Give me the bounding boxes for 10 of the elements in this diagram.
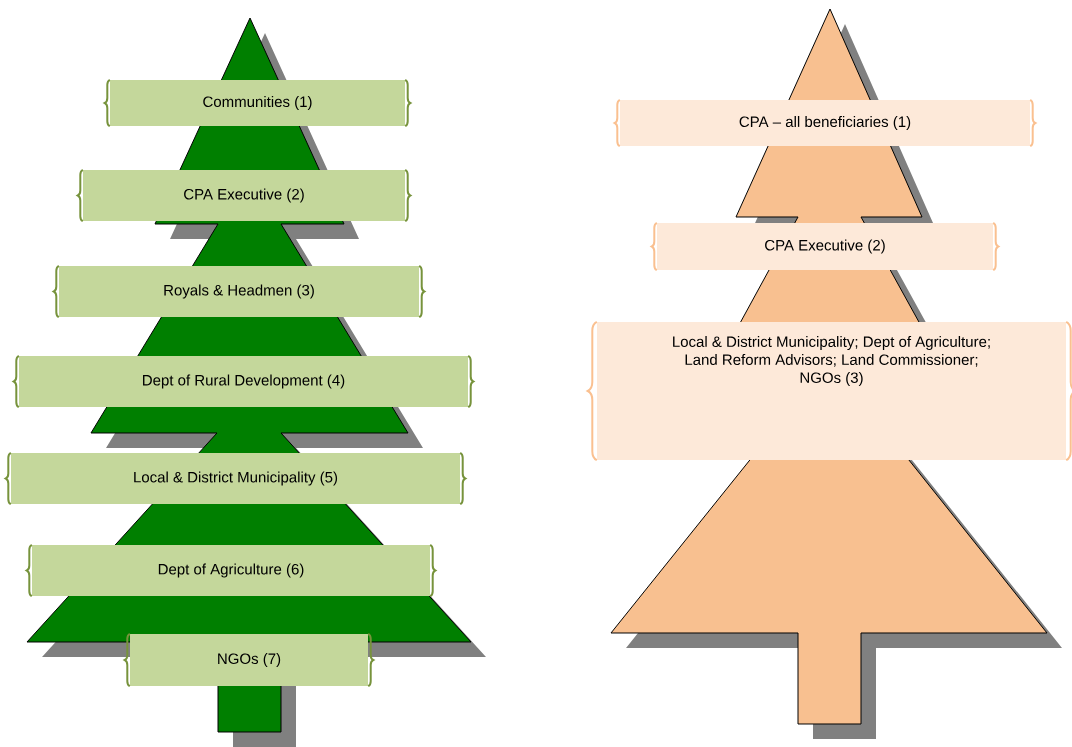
banner: CPA Executive (2) <box>650 221 1000 272</box>
banner: Dept of Agriculture (6) <box>25 543 437 598</box>
banner: Dept of Rural Development (4) <box>12 354 475 409</box>
banner: Local & District Municipality (5) <box>4 451 467 506</box>
banner: CPA – all beneficiaries (1) <box>613 98 1037 148</box>
banner: Communities (1) <box>103 78 412 128</box>
banner: CPA Executive (2) <box>76 168 412 223</box>
banner: Royals & Headmen (3) <box>52 264 426 319</box>
banner: Local & District Municipality; Dept of Agriculture; Land Reform Advisors; Land Commissioner; NGOs (3) <box>586 320 1072 462</box>
banner: NGOs (7) <box>123 632 375 688</box>
